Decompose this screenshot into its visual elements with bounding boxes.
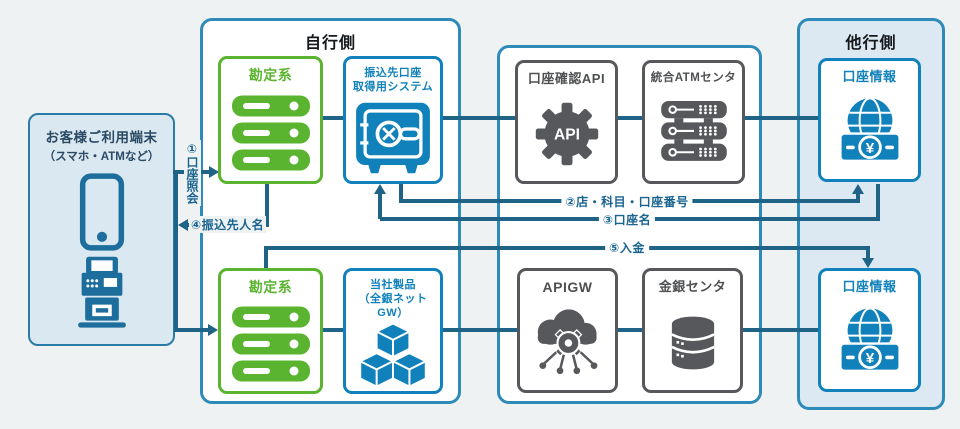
integrated-atm-center-label: 統合ATMセンタ — [650, 72, 737, 84]
flow5-vline-left — [264, 248, 268, 268]
atm-icon — [77, 256, 126, 328]
globe-yen-icon: ¥ — [838, 97, 901, 163]
account-info-bottom-label: 口座情報 — [842, 279, 897, 294]
product-zengin-gw-box: 当社製品 （全銀ネットGW） — [343, 268, 443, 394]
flow1-label: ①口座照会 — [184, 140, 201, 206]
flow5-arrowhead — [862, 258, 874, 268]
server-icon — [231, 95, 310, 171]
core-system-bottom-box: 勘定系 — [218, 268, 323, 394]
globe-yen-icon: ¥ — [838, 307, 901, 373]
flow2-vline-right — [856, 192, 860, 203]
transfer-system-label-line2: 取得用システム — [352, 80, 434, 93]
flow2-label: ②店・科目・口座番号 — [561, 193, 693, 210]
link-core-to-transfer — [321, 116, 345, 120]
kingin-center-box: 金銀センタ — [642, 268, 743, 393]
account-info-top-box: 口座情報 ¥ — [818, 58, 921, 182]
cloud-gateway-icon — [537, 309, 597, 375]
transfer-account-system-box: 振込先口座 取得用システム — [343, 56, 443, 184]
safe-icon — [356, 102, 430, 174]
flow2-arrowhead — [852, 184, 864, 194]
customer-panel-subtitle: （スマホ・ATMなど） — [43, 151, 160, 163]
customer-down-line — [174, 170, 178, 332]
flow3-vline-left — [378, 192, 382, 219]
account-check-api-box: 口座確認API API — [515, 60, 618, 184]
flow2-vline-left — [399, 184, 403, 203]
flow3-label: ③口座名 — [598, 211, 656, 228]
account-check-api-label: 口座確認API — [527, 71, 606, 86]
flow5-hline — [264, 246, 870, 250]
transfer-system-label-line1: 振込先口座 — [364, 67, 422, 79]
flow5-label: ⑤入金 — [605, 239, 649, 256]
flow5-vline-right — [866, 248, 870, 259]
customer-panel-title: お客様ご利用端末 — [45, 130, 158, 145]
yen-symbol: ¥ — [865, 140, 874, 157]
link-transfer-to-api — [441, 116, 517, 120]
core-system-top-box: 勘定系 — [218, 56, 323, 184]
core-system-top-label: 勘定系 — [248, 67, 293, 83]
flow4-arrowhead — [178, 219, 188, 231]
link-atmcenter-to-account — [743, 116, 820, 120]
link-core2-to-product — [321, 328, 345, 332]
flow1-arrowhead — [209, 166, 219, 178]
link-apigw-to-kingin — [616, 328, 644, 332]
apigw-box: APIGW — [517, 268, 618, 393]
product-label-line1: 当社製品 — [370, 279, 416, 291]
customer-to-core2-line — [174, 328, 210, 332]
database-icon — [670, 316, 715, 370]
server-rack-icon — [660, 101, 727, 162]
own-bank-title: 自行側 — [304, 35, 356, 52]
integrated-atm-center-box: 統合ATMセンタ — [642, 60, 745, 184]
core-system-bottom-label: 勘定系 — [248, 279, 293, 295]
link-kingin-to-account2 — [741, 328, 820, 332]
kingin-center-label: 金銀センタ — [658, 279, 727, 294]
cubes-icon — [359, 322, 427, 388]
apigw-label: APIGW — [542, 279, 593, 295]
yen-symbol: ¥ — [865, 350, 874, 367]
server-icon — [231, 306, 310, 382]
smartphone-icon — [79, 173, 124, 251]
api-gear-icon: API — [535, 102, 598, 166]
account-info-top-label: 口座情報 — [842, 69, 897, 84]
flow4-label: ④振込先人名 — [189, 216, 267, 233]
customer-panel: お客様ご利用端末 （スマホ・ATMなど） — [28, 113, 175, 346]
flow3-vline-right — [876, 184, 880, 221]
flow4-vline — [265, 184, 269, 227]
link-api-to-atmcenter — [616, 116, 644, 120]
link-product-to-apigw — [441, 328, 519, 332]
product-label-line2: （全銀ネットGW） — [358, 292, 428, 319]
customer-to-core2-arrowhead — [208, 324, 218, 336]
account-info-bottom-box: 口座情報 ¥ — [818, 268, 921, 392]
api-gear-icon-text: API — [554, 127, 580, 144]
flow3-arrowhead — [374, 184, 386, 194]
other-bank-title: 他行側 — [845, 35, 897, 52]
